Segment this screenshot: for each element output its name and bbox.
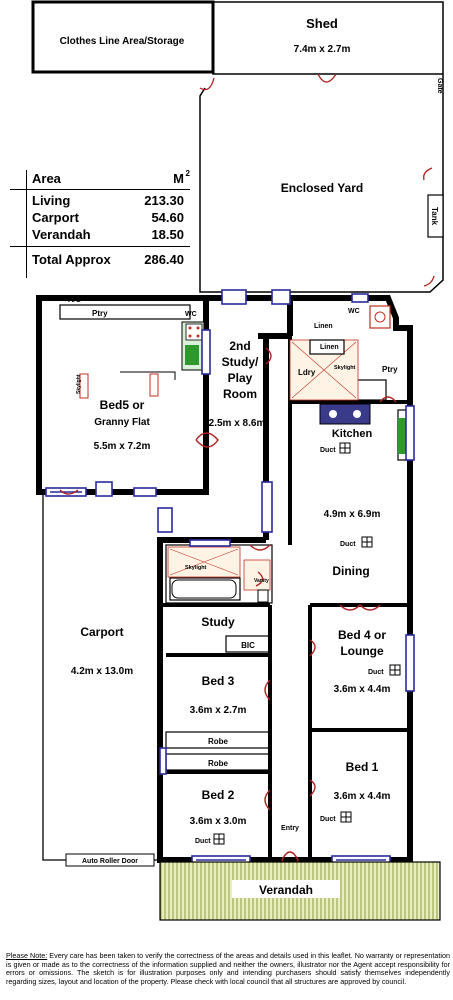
area-row-value: 213.30: [144, 193, 184, 208]
disclaimer-note: Please Note: Every care has been taken t…: [6, 951, 450, 986]
shed-dimensions: 7.4m x 2.7m: [294, 44, 351, 55]
clothes-line-area: Clothes Line Area/Storage: [31, 0, 215, 74]
skylight-label-1: Skylight: [334, 365, 356, 371]
tank: Tank: [427, 194, 444, 238]
study-label: Study: [201, 615, 235, 629]
bed5-dimensions: 5.5m x 7.2m: [94, 441, 151, 452]
robe-label-1: Robe: [208, 737, 229, 746]
skylight-label-2: Skylight: [185, 565, 207, 571]
pantry-label: Ptry: [382, 365, 398, 374]
area-row-label: Carport: [32, 210, 79, 225]
bed1-duct-label: Duct: [320, 816, 336, 823]
gate-label: Gate: [436, 78, 443, 94]
bed5-label-line2: Granny Flat: [94, 417, 150, 428]
dining-duct-label: Duct: [340, 541, 356, 548]
bed3-label: Bed 3: [202, 674, 235, 688]
area-row-living: Living 213.30: [10, 192, 190, 209]
laundry-label: Ldry: [298, 368, 316, 377]
verandah: [159, 861, 441, 921]
robe-label-2: Robe: [208, 759, 229, 768]
bic-label: BIC: [241, 641, 255, 650]
area-header-sup: 2: [185, 169, 190, 178]
flat-pantry-label: Ptry: [92, 309, 108, 318]
laundry-fixtures: [289, 305, 408, 454]
study2-label-line3: Play: [228, 371, 253, 385]
bed2-label: Bed 2: [202, 788, 235, 802]
study2-dimensions: 2.5m x 8.6m: [209, 418, 266, 429]
interior-walls: [160, 336, 410, 860]
bed2-dimensions: 3.6m x 3.0m: [190, 816, 247, 827]
clothes-line-label: Clothes Line Area/Storage: [60, 36, 185, 47]
bathroom-fixtures: [167, 546, 271, 603]
kitchen-label: Kitchen: [332, 428, 373, 440]
disclaimer-body: Every care has been taken to verify the …: [6, 951, 450, 986]
bed4-label-line1: Bed 4 or: [338, 628, 386, 642]
shed: Shed 7.4m x 2.7m: [212, 1, 444, 75]
vanity-label: Vanity: [254, 578, 269, 584]
study2-label-line4: Room: [223, 387, 257, 401]
bed4-label-line2: Lounge: [340, 644, 384, 658]
bed1-dimensions: 3.6m x 4.4m: [334, 791, 391, 802]
linen-label-2: Linen: [320, 344, 339, 351]
area-total-label: Total Approx: [32, 252, 111, 267]
verandah-label: Verandah: [259, 883, 313, 897]
bed4-dimensions: 3.6m x 4.4m: [334, 684, 391, 695]
area-row-value: 18.50: [151, 227, 184, 242]
area-row-verandah: Verandah 18.50: [10, 226, 190, 243]
area-header-label: Area: [32, 171, 61, 186]
area-row-value: 54.60: [151, 210, 184, 225]
auto-roller-door: [65, 853, 155, 867]
duct-markers: [213, 442, 401, 845]
area-row-label: Living: [32, 193, 71, 208]
kitchen-duct-label: Duct: [320, 447, 336, 454]
bed2-duct-label: Duct: [195, 838, 211, 845]
enclosed-yard-label: Enclosed Yard: [281, 181, 363, 195]
windows: [45, 289, 415, 865]
bed1-label: Bed 1: [346, 760, 379, 774]
study2-label-line1: 2nd: [229, 339, 250, 353]
bed4-duct-label: Duct: [368, 669, 384, 676]
area-header-unit: M: [173, 171, 184, 186]
carport-label: Carport: [80, 625, 123, 639]
ac-label: A/C: [68, 295, 82, 304]
carport-dimensions: 4.2m x 13.0m: [71, 666, 133, 677]
kitchen-dining-dimensions: 4.9m x 6.9m: [324, 509, 381, 520]
flat-skylight-label: Skylight: [76, 374, 82, 394]
yard-door-swings: [199, 73, 435, 287]
area-row-label: Verandah: [32, 227, 91, 242]
entry-label: Entry: [281, 825, 299, 832]
wc-label: WC: [348, 308, 360, 315]
tank-label: Tank: [430, 207, 439, 226]
linen-label-1: Linen: [314, 323, 333, 330]
disclaimer-heading: Please Note:: [6, 951, 48, 960]
study2-label-line2: Study/: [222, 355, 259, 369]
granny-flat-fixtures: [79, 321, 205, 399]
bed5-label-line1: Bed5 or: [100, 398, 145, 412]
bed3-dimensions: 3.6m x 2.7m: [190, 705, 247, 716]
auto-roller-door-label: Auto Roller Door: [82, 858, 138, 865]
door-swings: [59, 347, 397, 869]
flat-wc-label: WC: [185, 311, 197, 318]
area-table-rule: [26, 170, 27, 278]
shed-label: Shed: [306, 16, 338, 31]
enclosed-yard: Enclosed Yard: [199, 74, 444, 293]
area-total-value: 286.40: [144, 252, 184, 267]
dining-label: Dining: [332, 564, 369, 578]
area-row-carport: Carport 54.60: [10, 209, 190, 226]
area-row-total: Total Approx 286.40: [10, 246, 190, 268]
